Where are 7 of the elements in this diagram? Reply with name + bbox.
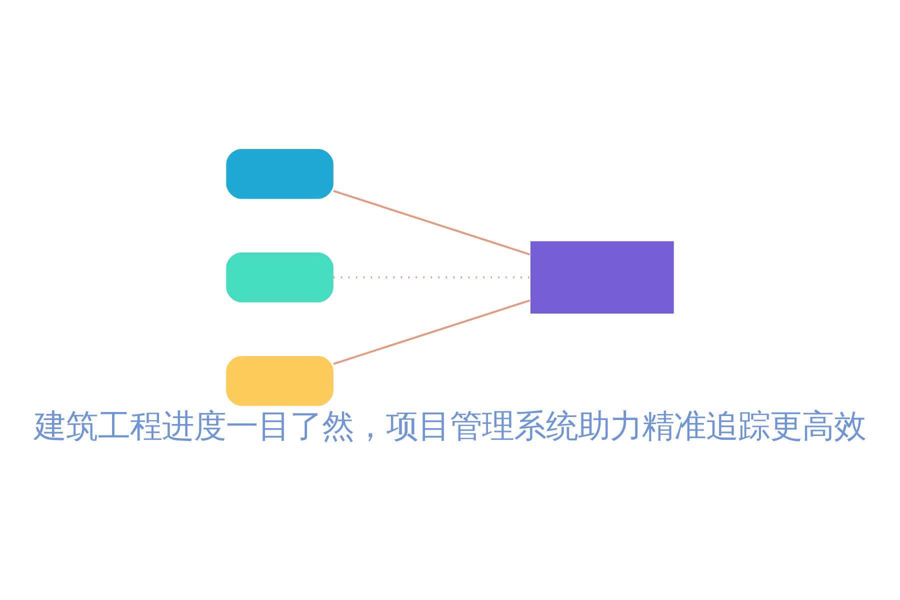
connector [333,298,530,364]
node-box [530,240,674,314]
node-box [226,252,334,302]
node-box [226,356,334,406]
caption: 建筑工程进度一目了然，项目管理系统助力精准追踪更高效 [34,406,866,444]
node-box [226,148,334,198]
connector [333,189,530,255]
